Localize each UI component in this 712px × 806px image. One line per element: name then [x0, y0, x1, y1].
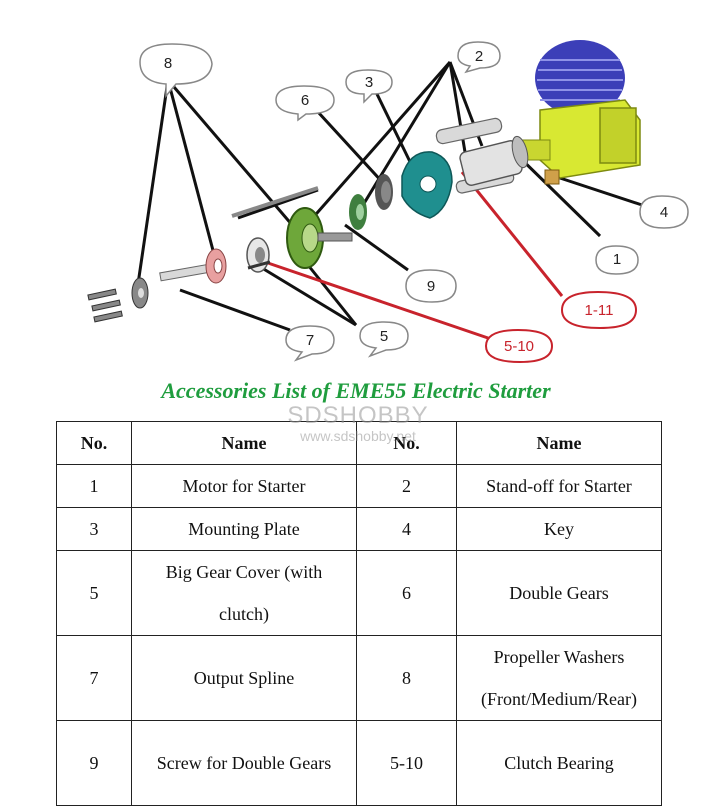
- cell-no: 9: [56, 720, 132, 806]
- header-no-2: No.: [356, 421, 457, 465]
- cell-name: Key: [456, 507, 662, 551]
- big-gear-cover: [286, 207, 353, 269]
- cell-no: 5: [56, 550, 132, 636]
- engine-cylinder-head: [535, 40, 625, 116]
- callout-2: 2: [457, 41, 501, 74]
- table-row: 7 Output Spline 8 Propeller Washers (Fro…: [56, 635, 662, 721]
- header-name: Name: [131, 421, 357, 465]
- cell-no: 1: [56, 464, 132, 508]
- cell-no: 7: [56, 635, 132, 721]
- starter-motor: [459, 135, 529, 186]
- callout-9-label: 9: [427, 278, 435, 295]
- mounting-plate: [401, 151, 453, 219]
- exploded-parts-diagram: 8 3 2 6 4 1 9 1-11 7 5 5-10: [87, 40, 689, 364]
- leader-lines: [136, 61, 643, 332]
- callout-6-label: 6: [301, 92, 309, 109]
- table-row: 1 Motor for Starter 2 Stand-off for Star…: [56, 464, 662, 508]
- engine-crankcase: [519, 99, 641, 185]
- callout-9: 9: [405, 269, 457, 303]
- screws: [87, 260, 271, 323]
- callout-2-label: 2: [475, 48, 483, 65]
- callout-3: 3: [345, 69, 393, 104]
- double-gears: [349, 174, 393, 230]
- callout-5: 5: [359, 321, 409, 358]
- table-row: 9 Screw for Double Gears 5-10 Clutch Bea…: [56, 720, 662, 806]
- callout-8-label: 8: [164, 55, 172, 72]
- table-row: 5 Big Gear Cover (with clutch) 6 Double …: [56, 550, 662, 636]
- header-name-2: Name: [456, 421, 662, 465]
- callout-7-label: 7: [306, 332, 314, 349]
- callout-3-label: 3: [365, 74, 373, 91]
- cell-name: Double Gears: [456, 550, 662, 636]
- callout-4-label: 4: [660, 204, 668, 221]
- callout-5-label: 5: [380, 328, 388, 345]
- red-leader-lines: [264, 171, 564, 340]
- callout-4: 4: [639, 195, 689, 229]
- table-row: 3 Mounting Plate 4 Key: [56, 507, 662, 551]
- callout-6: 6: [275, 85, 335, 122]
- accessories-table: No. Name No. Name 1 Motor for Starter 2 …: [56, 421, 662, 806]
- cell-no: 8: [356, 635, 457, 721]
- cell-no: 3: [56, 507, 132, 551]
- cell-name: Clutch Bearing: [456, 720, 662, 806]
- cell-name: Propeller Washers (Front/Medium/Rear): [456, 635, 662, 721]
- callout-1-label: 1: [613, 251, 621, 268]
- cell-name: Mounting Plate: [131, 507, 357, 551]
- callout-7: 7: [285, 325, 335, 362]
- callout-5-10: 5-10: [484, 328, 554, 364]
- cell-name: Big Gear Cover (with clutch): [131, 550, 357, 636]
- cell-no: 2: [356, 464, 457, 508]
- cell-no: 4: [356, 507, 457, 551]
- output-spline: [159, 248, 227, 284]
- header-no: No.: [56, 421, 132, 465]
- callout-5-10-label: 5-10: [504, 338, 534, 355]
- cell-name: Output Spline: [131, 635, 357, 721]
- cell-no: 5-10: [356, 720, 457, 806]
- callout-1: 1: [595, 245, 639, 275]
- callout-1-11-label: 1-11: [585, 302, 614, 319]
- cell-no: 6: [356, 550, 457, 636]
- cell-name: Stand-off for Starter: [456, 464, 662, 508]
- callout-1-11: 1-11: [560, 290, 638, 330]
- cell-name: Motor for Starter: [131, 464, 357, 508]
- cell-name: Screw for Double Gears: [131, 720, 357, 806]
- accessories-list-title: Accessories List of EME55 Electric Start…: [161, 378, 551, 403]
- propeller-washers: [131, 277, 149, 309]
- callout-8: 8: [139, 43, 213, 99]
- table-header-row: No. Name No. Name: [56, 421, 662, 465]
